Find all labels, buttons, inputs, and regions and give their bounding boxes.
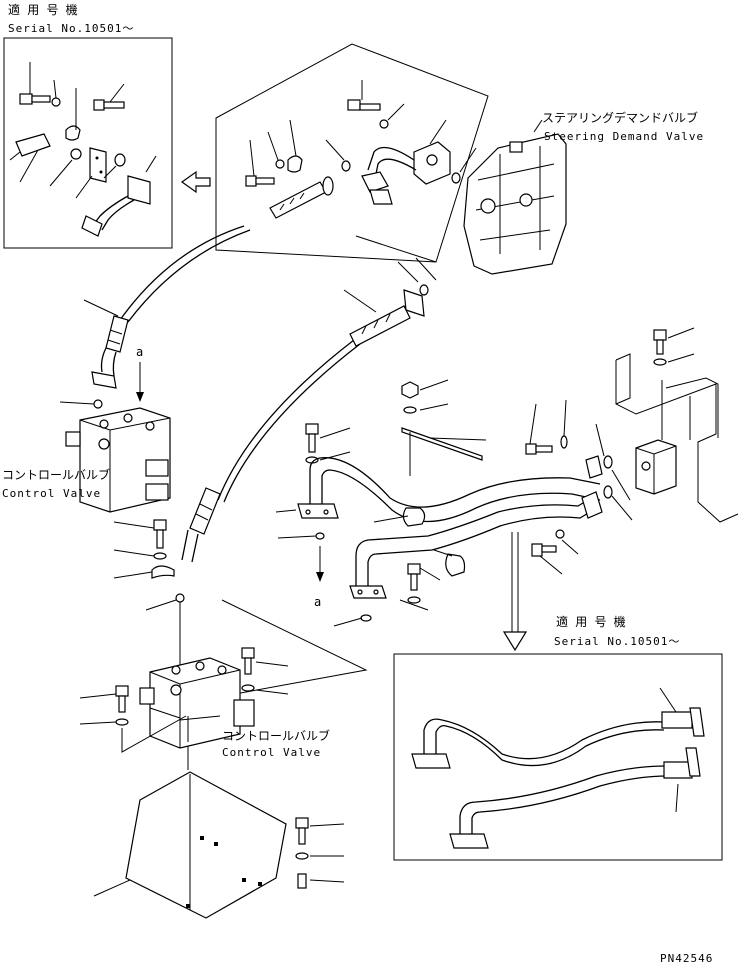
hose-line [223, 343, 361, 503]
washer-icon [115, 718, 129, 726]
cover-plate [125, 771, 287, 919]
washer-icon [51, 97, 61, 107]
elbow-tube-icon [361, 141, 451, 205]
bolt-icon [115, 685, 129, 713]
washer-icon [407, 596, 421, 604]
steering-valve-label-jp: ステアリングデマンドバルブ [542, 110, 698, 125]
o-ring-icon [451, 172, 461, 184]
o-ring-icon [341, 160, 351, 172]
tube-lower [349, 491, 603, 599]
o-ring-icon [603, 485, 613, 499]
junction-block [635, 439, 677, 495]
o-ring-icon [419, 284, 429, 296]
hose-line [217, 339, 355, 501]
callout-line [221, 599, 368, 697]
inset-bottom-serial: 適 用 号 機 Serial No.10501～ [393, 614, 723, 861]
hose-line [119, 225, 245, 321]
hose-fitting-icon [269, 176, 334, 219]
exploded-fitting-group [215, 43, 489, 263]
tube-clamp-icon [402, 507, 426, 527]
mounting-frame [615, 353, 739, 523]
hose-fitting-icon [181, 487, 221, 563]
o-ring-icon [93, 399, 103, 409]
arrow-left-icon [180, 170, 211, 194]
view-marker-a-bottom: a [314, 595, 321, 609]
split-flange-icon [287, 155, 303, 173]
steering-valve-label-en: Steering Demand Valve [544, 130, 704, 143]
hose-fitting-icon [9, 133, 51, 161]
control-valve-upper-label-en: Control Valve [2, 487, 101, 500]
tube-upper [411, 707, 705, 769]
elbow-tube-icon [81, 175, 151, 237]
o-ring-icon [603, 455, 613, 469]
flange-plate-icon [89, 147, 107, 183]
washer-icon [653, 358, 667, 366]
bolt-icon [19, 93, 51, 105]
inset-top-frame [3, 37, 173, 249]
inset-top-applicable-title: 適 用 号 機 [8, 2, 78, 17]
control-valve-upper-label-jp: コントロールバルブ [2, 467, 110, 482]
tube-lower [449, 747, 701, 849]
control-valve-lower-label-jp: コントロールバルブ [222, 728, 330, 743]
inset-top-serial-label: Serial No.10501～ [8, 22, 134, 35]
washer-icon [379, 119, 389, 129]
washer-icon [555, 529, 565, 539]
bolt-icon [153, 519, 167, 549]
washer-icon [275, 159, 285, 169]
steering-demand-valve: ステアリングデマンドバルブ Steering Demand Valve [463, 110, 704, 275]
bolt-icon [93, 99, 125, 111]
hose-line [127, 229, 251, 323]
spacer-icon [297, 873, 307, 889]
tube-clamp-icon [445, 553, 466, 577]
o-ring-icon [360, 614, 372, 622]
tube-upper [297, 455, 603, 523]
washer-icon [403, 406, 417, 414]
washer-icon [560, 435, 568, 449]
bolt-icon [531, 543, 557, 557]
bolt-icon [407, 563, 421, 591]
washer-icon [241, 684, 255, 692]
callout-line [121, 715, 187, 753]
inset-bottom-frame [393, 653, 723, 861]
control-valve-upper [65, 407, 171, 513]
o-ring-icon [315, 532, 325, 540]
part-number: PN42546 [660, 952, 713, 965]
o-ring-icon [175, 593, 185, 603]
bolt-icon [295, 817, 309, 845]
bolt-icon [347, 99, 381, 111]
bolt-icon [305, 423, 319, 453]
bolt-icon [525, 443, 553, 455]
hose-fitting-icon [91, 315, 129, 389]
nut-icon [401, 381, 419, 399]
control-valve-lower [139, 657, 255, 749]
inset-bottom-applicable-title: 適 用 号 機 [556, 614, 626, 629]
o-ring-icon [114, 153, 126, 167]
washer-icon [295, 852, 309, 860]
arrow-down-icon [316, 572, 324, 582]
arrow-down-icon [136, 392, 144, 402]
bolt-icon [245, 175, 275, 187]
bolt-icon [241, 647, 255, 675]
inset-top-serial: 適 用 号 機 Serial No.10501～ [3, 2, 173, 249]
hose-fitting-icon [349, 289, 425, 347]
split-flange-icon [151, 565, 175, 579]
control-valve-lower-label-en: Control Valve [222, 746, 321, 759]
o-ring-icon [70, 148, 82, 160]
arrow-down-icon [502, 532, 528, 652]
tube-bracket [401, 427, 487, 476]
bolt-icon [653, 329, 667, 355]
inset-bottom-serial-label: Serial No.10501～ [554, 635, 680, 648]
split-flange-icon [65, 125, 81, 141]
washer-icon [153, 552, 167, 560]
view-marker-a-top: a [136, 345, 143, 359]
